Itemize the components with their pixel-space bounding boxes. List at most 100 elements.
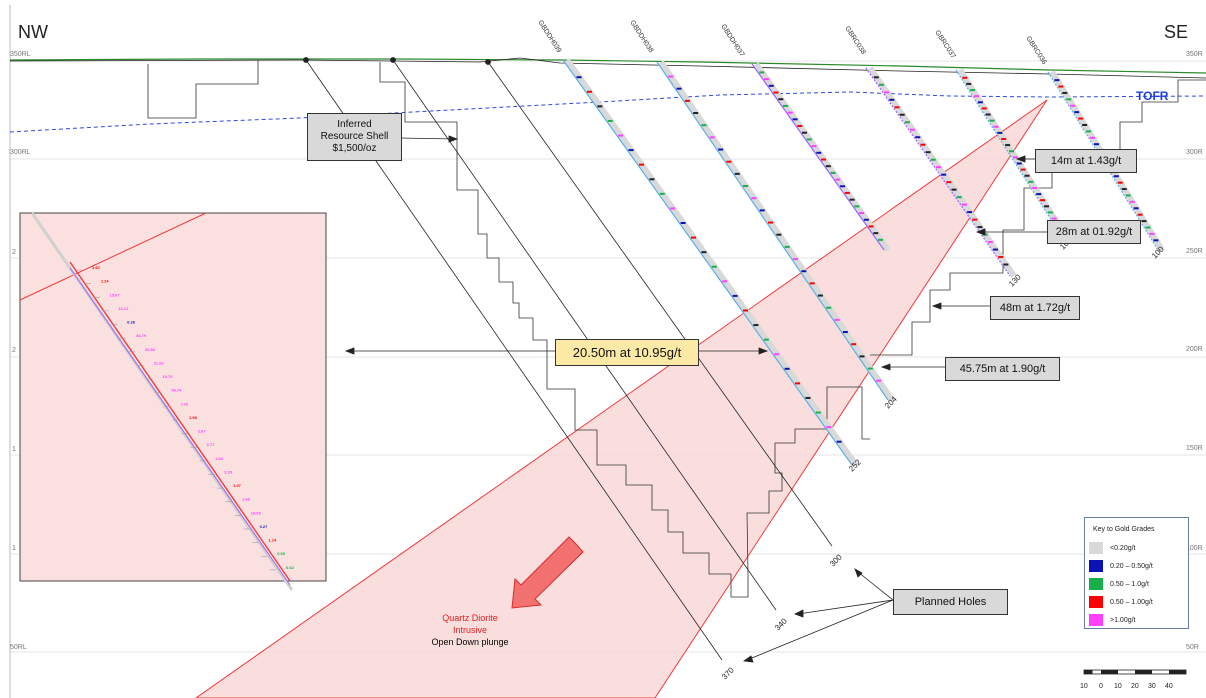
assay-mark (951, 188, 957, 191)
assay-mark (806, 138, 812, 141)
assay-mark (899, 113, 905, 116)
assay-mark (873, 232, 879, 235)
assay-mark (774, 353, 780, 356)
assay-mark (792, 118, 798, 121)
assay-mark (649, 178, 655, 181)
assay-mark (576, 76, 582, 79)
assay-mark (1121, 188, 1127, 191)
assay-mark (1054, 79, 1060, 82)
assay-mark (670, 207, 676, 210)
main-intercept-callout: 20.50m at 10.95g/t (555, 339, 699, 366)
svg-text:100R: 100R (1186, 545, 1203, 552)
legend-swatch (1089, 614, 1103, 626)
assay-mark (859, 212, 865, 215)
legend-item: 0.20 – 0.50g/t (1089, 557, 1188, 575)
legend-label: 0.20 – 0.50g/t (1110, 562, 1153, 570)
assay-mark (854, 205, 860, 208)
topography-green-line (9, 58, 1206, 74)
intrusive-line-1: Quartz Diorite (442, 613, 498, 623)
assay-mark (876, 379, 882, 382)
assay-mark (1020, 168, 1026, 171)
legend-label: 0.50 – 1.0g/t (1110, 580, 1149, 588)
assay-mark (1074, 111, 1080, 114)
assay-mark (884, 91, 890, 94)
legend-item: >1.00g/t (1089, 611, 1188, 629)
assay-mark (763, 338, 769, 341)
assay-mark (993, 125, 999, 128)
assay-mark (956, 196, 962, 199)
inset-assay-value: 3.20 (224, 469, 233, 474)
assay-mark (878, 83, 884, 86)
assay-mark (1024, 174, 1030, 177)
assay-mark (867, 367, 873, 370)
inset-assay-value: 2.87 (198, 429, 207, 434)
assay-mark (925, 151, 931, 154)
assay-mark (1047, 211, 1053, 214)
assay-mark (1082, 123, 1088, 126)
assay-mark (970, 89, 976, 92)
assay-mark (1012, 156, 1018, 159)
svg-text:GBRC038: GBRC038 (843, 25, 866, 56)
inset-assay-value: 6.62 (215, 456, 224, 461)
assay-mark (915, 136, 921, 139)
leader-lines (344, 135, 1047, 663)
legend-swatch (1089, 542, 1103, 554)
assay-mark (638, 163, 644, 166)
inset-assay-value: 11.03 (154, 360, 165, 365)
assay-mark (809, 282, 815, 285)
assay-mark (821, 158, 827, 161)
assay-mark (676, 87, 682, 90)
inset-assay-value: 0.59 (277, 551, 286, 556)
assay-mark (1094, 143, 1099, 146)
inset-assay-values: 1.601.2415.6710.210.2634.7920.8311.0310.… (76, 265, 295, 571)
svg-text:300R: 300R (1186, 149, 1203, 156)
legend-swatch (1089, 560, 1103, 572)
assay-mark (844, 191, 850, 194)
assay-mark (904, 121, 910, 124)
hole-names: GBDDH039 GBDDH038 GBDDH037 GBRC038 GBRC0… (536, 19, 1047, 66)
gold-grade-legend: Key to Gold Grades <0.20g/t 0.20 – 0.50g… (1084, 517, 1189, 629)
assay-mark (709, 136, 715, 139)
assay-mark (1078, 117, 1084, 120)
assay-mark (783, 104, 789, 107)
inset-assay-value: 56.74 (171, 388, 182, 393)
assay-mark (811, 145, 817, 148)
resource-shell-outline (147, 60, 1206, 598)
planned-holes-callout: Planned Holes (893, 589, 1008, 615)
assay-mark (961, 203, 967, 206)
assay-mark (946, 181, 952, 184)
assay-mark (998, 256, 1004, 259)
inset-assay-value: 1.60 (92, 265, 101, 270)
assay-mark (718, 148, 724, 151)
legend-label: 0.50 – 1.00g/t (1110, 598, 1153, 606)
intrusive-label: Quartz Diorite Intrusive Open Down plung… (385, 612, 555, 648)
assay-mark (977, 226, 983, 229)
assay-mark (795, 382, 801, 385)
assay-mark (1028, 180, 1034, 183)
assay-mark (751, 197, 757, 200)
assay-mark (802, 131, 808, 134)
assay-mark (722, 280, 728, 283)
rl-labels-right: 350R 300R 250R 200R 150R 100R 50R (1186, 51, 1203, 651)
assay-mark (797, 125, 803, 128)
assay-mark (1032, 186, 1038, 189)
assay-mark (997, 131, 1003, 134)
assay-mark (987, 241, 993, 244)
assay-mark (935, 166, 941, 169)
rl-labels-left: 350RL 300RL 2 2 1 1 50RL (10, 51, 31, 651)
intrusive-line-3: Open Down plunge (431, 637, 509, 647)
assay-mark (1141, 220, 1147, 223)
svg-text:1: 1 (12, 446, 16, 453)
assay-mark (586, 90, 592, 93)
direction-nw: NW (18, 22, 48, 42)
svg-text:0: 0 (1099, 683, 1103, 690)
assay-mark (1086, 130, 1092, 133)
assay-mark (981, 107, 987, 110)
inset-assay-value: 15.67 (110, 292, 121, 297)
svg-text:GBDDH038: GBDDH038 (628, 19, 654, 54)
drill-hole-trace (751, 63, 885, 251)
legend-label: <0.20g/t (1110, 544, 1136, 552)
legend-label: >1.00g/t (1110, 616, 1136, 624)
inset-assay-value: 0.27 (260, 524, 269, 529)
assay-mark (684, 99, 690, 102)
